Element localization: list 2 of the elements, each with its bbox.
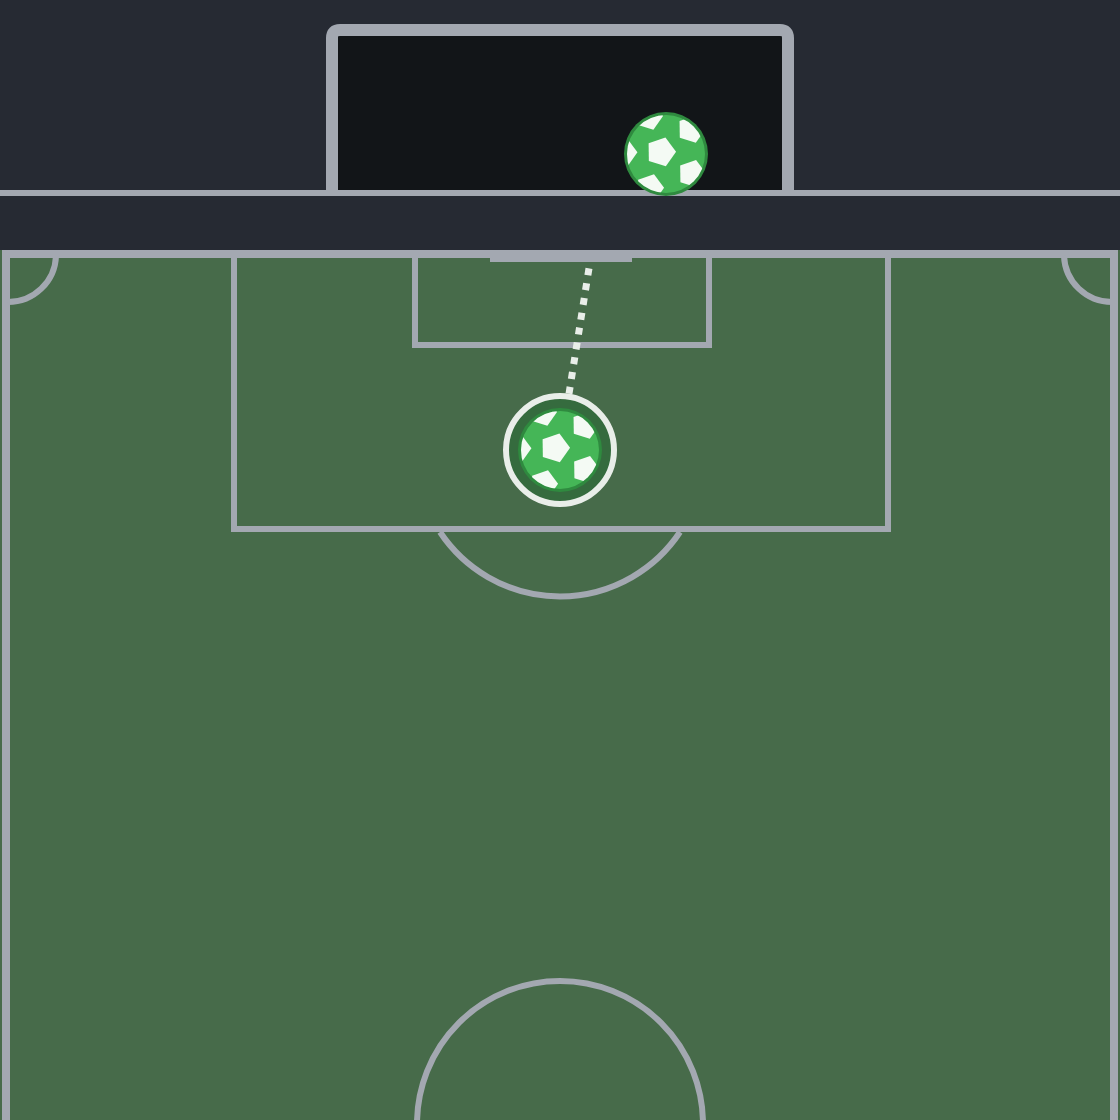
- soccer-ball-icon: [624, 112, 708, 196]
- soccer-ball-icon: [502, 392, 618, 508]
